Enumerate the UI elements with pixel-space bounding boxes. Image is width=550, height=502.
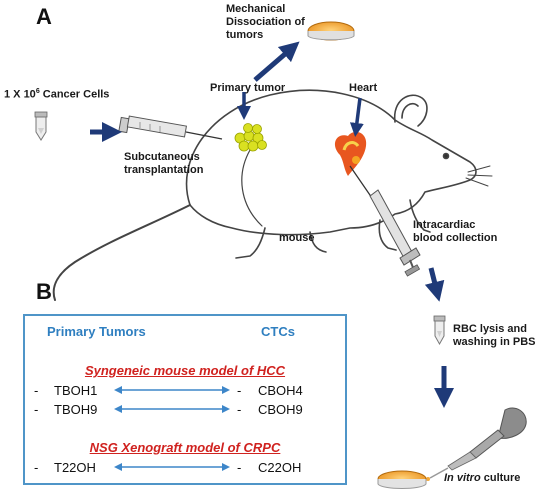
bidirectional-arrows bbox=[114, 386, 230, 471]
culture-dish-icon bbox=[377, 470, 427, 489]
cell-line-right: C22OH bbox=[258, 460, 302, 475]
heart-icon bbox=[334, 131, 367, 176]
primary-tumors-header: Primary Tumors bbox=[47, 324, 146, 339]
tumor-cluster-icon bbox=[234, 123, 267, 152]
model-title-crpc: NSG Xenograft model of CRPC bbox=[89, 440, 281, 455]
process-arrows bbox=[90, 41, 454, 408]
rbc-lysis-label: RBC lysis and washing in PBS bbox=[453, 323, 536, 348]
ctcs-header: CTCs bbox=[261, 324, 295, 339]
cell-line-right: CBOH4 bbox=[258, 383, 303, 398]
cell-line-table: Primary Tumors CTCs Syngeneic mouse mode… bbox=[23, 314, 347, 485]
cell-line-left: TBOH1 bbox=[54, 383, 98, 398]
bullet: - bbox=[237, 383, 242, 398]
heart-label: Heart bbox=[349, 82, 378, 94]
intracardiac-label: Intracardiac blood collection bbox=[413, 219, 498, 244]
subcutaneous-label: Subcutaneous transplantation bbox=[124, 151, 204, 176]
bullet: - bbox=[34, 460, 39, 475]
cell-line-left: T22OH bbox=[54, 460, 96, 475]
panel-a-label: A bbox=[36, 4, 52, 29]
mouse-illustration bbox=[52, 89, 493, 301]
tube-icon bbox=[34, 111, 48, 141]
bullet: - bbox=[237, 402, 242, 417]
syringe-icon bbox=[118, 115, 223, 140]
cell-line-left: TBOH9 bbox=[54, 402, 98, 417]
pipette-icon bbox=[426, 407, 527, 481]
in-vitro-label: In vitro culture bbox=[444, 472, 521, 484]
bullet: - bbox=[34, 383, 39, 398]
cell-line-right: CBOH9 bbox=[258, 402, 303, 417]
panel-b-label: B bbox=[36, 279, 52, 304]
mechanical-dissociation-label: Mechanical Dissociation of tumors bbox=[226, 3, 305, 41]
cancer-cells-label: 1 X 106 Cancer Cells bbox=[4, 88, 110, 101]
bullet: - bbox=[34, 402, 39, 417]
primary-tumor-label: Primary tumor bbox=[210, 82, 286, 94]
mouse-label: mouse bbox=[279, 232, 315, 244]
rbc-tube-icon bbox=[433, 315, 446, 346]
bullet: - bbox=[237, 460, 242, 475]
intracardiac-syringe-icon bbox=[349, 165, 421, 277]
model-title-hcc: Syngeneic mouse model of HCC bbox=[84, 363, 286, 378]
petri-dish-icon bbox=[307, 21, 355, 41]
